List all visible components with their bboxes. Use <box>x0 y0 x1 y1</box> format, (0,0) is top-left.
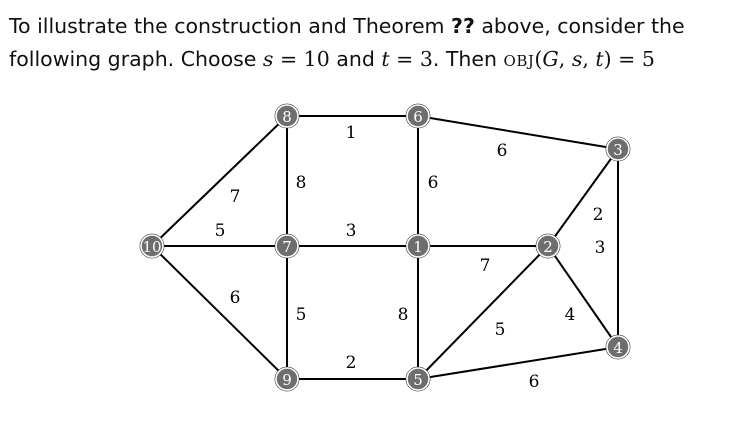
node-circle <box>275 234 299 258</box>
paragraph-line-2: following graph. Choose s = 10 and t = 3… <box>9 43 744 78</box>
edge-weight-label: 3 <box>346 221 357 241</box>
graph-node-5: 5 <box>405 366 431 392</box>
graph-node-8: 8 <box>274 103 300 129</box>
node-outline <box>274 233 300 259</box>
edge-weight-label: 5 <box>296 305 307 325</box>
node-circle <box>606 137 630 161</box>
graph-edge-3-2 <box>547 148 619 247</box>
node-label: 6 <box>413 108 423 126</box>
edge-weight-label: 1 <box>346 123 357 143</box>
edge-weight-label: 8 <box>398 305 409 325</box>
node-circle <box>275 367 299 391</box>
text-run: To illustrate the construction and Theor… <box>9 14 452 38</box>
edge-weight-label: 6 <box>497 141 508 161</box>
node-label: 3 <box>613 141 623 159</box>
node-label: 2 <box>543 238 553 256</box>
text-run: and <box>329 47 382 71</box>
node-label: 5 <box>413 371 423 389</box>
math-s: s <box>262 47 274 71</box>
math-obj: OBJ <box>503 52 535 70</box>
paragraph: To illustrate the construction and Theor… <box>9 10 744 78</box>
text-run: above, consider the <box>474 14 685 38</box>
node-outline <box>139 233 165 259</box>
math-comma: , <box>558 47 572 71</box>
node-outline <box>535 233 561 259</box>
text-run: . Then <box>432 47 504 71</box>
node-outline <box>605 334 631 360</box>
node-circle <box>406 234 430 258</box>
text-run: following graph. Choose <box>9 47 263 71</box>
edge-weight-label: 6 <box>230 288 241 308</box>
node-label: 8 <box>282 108 292 126</box>
math-paren: ( <box>534 47 543 71</box>
paragraph-line-1: To illustrate the construction and Theor… <box>9 10 744 43</box>
math-s: s <box>571 47 583 71</box>
edge-weight-label: 8 <box>296 173 307 193</box>
node-circle <box>536 234 560 258</box>
edge-weight-label: 4 <box>565 305 576 325</box>
node-label: 9 <box>282 371 292 389</box>
edge-weight-label: 7 <box>480 256 491 276</box>
edge-weight-label: 2 <box>593 205 604 225</box>
edge-weight-label: 2 <box>346 353 357 373</box>
graph-node-1: 1 <box>405 233 431 259</box>
node-circle <box>406 104 430 128</box>
node-circle <box>275 104 299 128</box>
node-circle <box>406 367 430 391</box>
math-G: G <box>542 47 559 71</box>
graph-node-3: 3 <box>605 136 631 162</box>
graph-edge-2-4 <box>547 245 619 348</box>
graph-node-10: 10 <box>139 233 165 259</box>
math-t: t <box>595 47 604 71</box>
node-label: 1 <box>413 238 423 256</box>
graph-edges <box>151 115 619 380</box>
node-circle <box>606 335 630 359</box>
edge-weight-label: 5 <box>215 221 226 241</box>
math-t: t <box>381 47 390 71</box>
node-outline <box>274 366 300 392</box>
node-label: 10 <box>142 238 161 256</box>
node-outline <box>405 103 431 129</box>
node-outline <box>605 136 631 162</box>
edge-weight-label: 5 <box>495 320 506 340</box>
graph-edge-10-9 <box>151 245 288 380</box>
graph-node-4: 4 <box>605 334 631 360</box>
edge-weight-label: 3 <box>595 238 606 258</box>
math-obj-value: ) = 5 <box>603 47 655 71</box>
math-s-value: = 10 <box>273 47 330 71</box>
node-label: 4 <box>613 339 623 357</box>
graph-edge-2-5 <box>417 245 549 380</box>
edge-weight-label: 6 <box>428 173 439 193</box>
node-outline <box>405 233 431 259</box>
node-outline <box>405 366 431 392</box>
graph-edge-weights: 1 6 7 8 6 2 3 5 3 7 6 5 8 5 4 2 6 <box>215 123 606 392</box>
edge-weight-label: 6 <box>529 372 540 392</box>
graph-node-2: 2 <box>535 233 561 259</box>
math-comma: , <box>582 47 596 71</box>
node-label: 7 <box>282 238 292 256</box>
graph-node-6: 6 <box>405 103 431 129</box>
node-outline <box>274 103 300 129</box>
math-t-value: = 3 <box>389 47 433 71</box>
theorem-reference: ?? <box>451 14 475 38</box>
edge-weight-label: 7 <box>230 187 241 207</box>
graph-nodes: 8 6 3 10 7 1 2 9 5 4 <box>139 103 631 392</box>
graph-node-7: 7 <box>274 233 300 259</box>
graph-edge-5-4 <box>417 346 619 380</box>
node-circle <box>140 234 164 258</box>
graph-edge-6-3 <box>417 115 619 150</box>
graph-edge-8-10 <box>151 115 288 247</box>
graph-node-9: 9 <box>274 366 300 392</box>
